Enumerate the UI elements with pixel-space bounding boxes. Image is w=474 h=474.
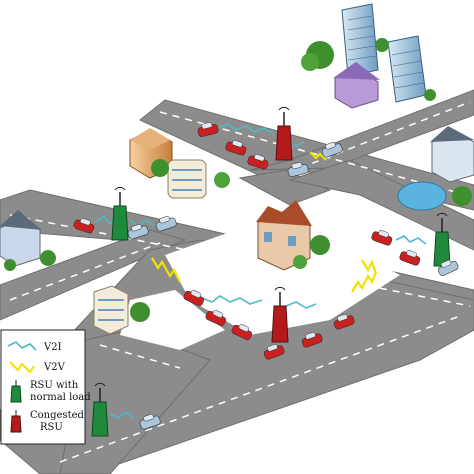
- inner-block: [165, 225, 400, 335]
- rsu-congested-tower: [275, 106, 293, 161]
- house-icon: [256, 200, 312, 271]
- car-icon: [225, 140, 247, 156]
- road-top-right: [249, 89, 474, 171]
- legend-rsu-congested-label-1: Congested: [30, 410, 85, 421]
- v2v-legend-icon: [9, 361, 35, 374]
- scenery: [0, 3, 474, 335]
- car-icon: [247, 154, 269, 170]
- building-icon: [341, 3, 379, 77]
- rsu-congested-legend-icon: [10, 410, 22, 433]
- house-icon: [430, 126, 474, 183]
- car-icon: [231, 323, 253, 341]
- tree-icon: [452, 186, 472, 206]
- car-icon: [197, 122, 219, 137]
- car-icon: [73, 218, 95, 234]
- house-icon: [0, 210, 56, 271]
- building-icon: [93, 285, 129, 335]
- car-icon: [399, 250, 421, 266]
- legend-v2v-label: V2V: [43, 362, 66, 373]
- car-icon: [301, 332, 323, 348]
- pond-icon: [397, 181, 447, 211]
- road-right-diagonal: [288, 159, 474, 251]
- tree-icon: [301, 38, 436, 101]
- house-icon: [333, 62, 380, 109]
- v2v-links: [151, 151, 378, 293]
- rsu-congested-tower: [271, 286, 289, 343]
- rsu-normal-tower: [111, 186, 129, 241]
- v2i-legend-icon: [7, 341, 37, 351]
- road-left-lower: [0, 229, 187, 321]
- vehicles: [73, 122, 459, 430]
- legend-v2i-label: V2I: [43, 342, 62, 353]
- tree-icon: [293, 235, 330, 269]
- legend-rsu-congested-label-2: RSU: [40, 422, 63, 433]
- legend-rsu-normal-label-1: RSU with: [30, 380, 79, 391]
- car-icon: [127, 224, 149, 240]
- car-icon: [371, 230, 393, 246]
- car-icon: [183, 289, 205, 307]
- road-connector: [238, 169, 332, 206]
- legend-rsu-normal-label-2: normal load: [30, 392, 91, 403]
- car-icon: [437, 259, 459, 277]
- car-icon: [287, 162, 309, 177]
- car-icon: [263, 344, 285, 360]
- rsu-towers: [91, 106, 451, 437]
- car-icon: [333, 314, 355, 330]
- building-icon: [387, 35, 427, 103]
- rsu-normal-legend-icon: [10, 380, 22, 403]
- car-icon: [205, 309, 227, 327]
- legend: V2I V2V RSU with normal load Congested R…: [0, 329, 91, 445]
- car-icon: [155, 216, 177, 232]
- car-icon: [321, 142, 343, 158]
- tree-icon: [130, 302, 150, 322]
- road-network: [0, 89, 474, 474]
- tree-icon: [151, 159, 230, 188]
- car-icon: [139, 414, 161, 430]
- rsu-normal-tower: [91, 382, 109, 437]
- building-icon: [167, 159, 207, 199]
